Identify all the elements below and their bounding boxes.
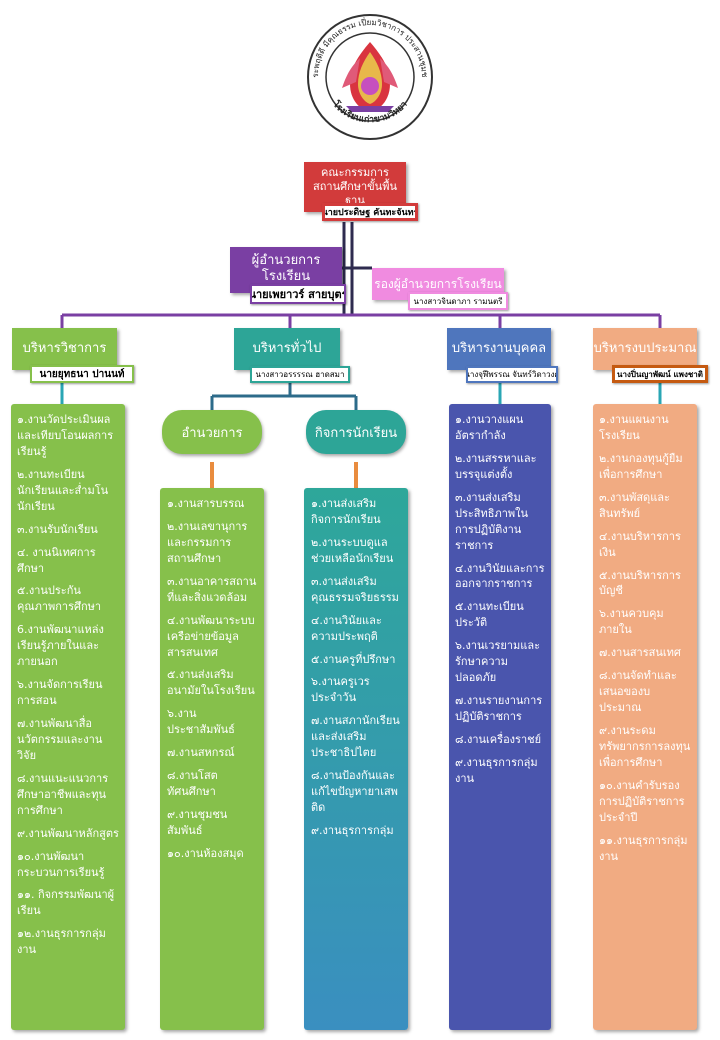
task-item: ๖.งานประชาสัมพันธ์ [167, 707, 235, 737]
dept-personnel-box: บริหารงานบุคคล [447, 328, 551, 370]
dept-personnel-head-name: นางจุฬีพรรณ จันทร์วิดาวงศ์ [466, 366, 558, 383]
task-item: ๑๐.งานพัฒนากระบวนการเรียนรู้ [17, 849, 105, 879]
task-item: ๓.งานอาคารสถานที่และสิ่งแวดล้อม [167, 574, 257, 604]
task-item: ๖.งานจัดการเรียนการสอน [17, 678, 103, 708]
budget-task-list: ๑.งานแผนงานโรงเรียน๒.งานกองทุนกู้ยืมเพื่… [593, 404, 697, 1030]
director-title: ผู้อำนวยการโรงเรียน [251, 253, 321, 285]
task-item: ๙.งานพัฒนาหลักสูตร [17, 826, 119, 840]
task-item: ๒.งานสรรหาและบรรจุแต่งตั้ง [455, 451, 537, 481]
task-item: ๑.งานวัดประเมินผลและเทียบโอนผลการเรียนรู… [17, 413, 114, 458]
task-item: ๘.งานแนะแนวการศึกษาอาชีพและทุนการศึกษา [17, 771, 109, 817]
personnel-task-list: ๑.งานวางแผนอัตรากำลัง๒.งานสรรหาและบรรจุแ… [449, 404, 551, 1030]
task-item: ๖.งานควบคุมภายใน [599, 607, 664, 637]
task-item: ๔.งานพัฒนาระบบเครือข่ายข้อมูลสารสนเทศ [167, 613, 255, 659]
task-item: ๙.งานชุมชนสัมพันธ์ [167, 808, 228, 837]
task-item: ๑๑. กิจกรรมพัฒนาผู้เรียน [17, 888, 115, 918]
task-item: ๗.งานพัฒนาสื่อนวัตกรรมและงานวิจัย [17, 717, 103, 762]
task-item: ๙.งานระดมทรัพยากรการลงทุนเพื่อการศึกษา [599, 724, 691, 769]
subgroup-administration: อำนวยการ [162, 410, 262, 454]
task-item: ๗.งานสหกรณ์ [167, 746, 235, 760]
task-item: ๕.งานส่งเสริมอนามัยในโรงเรียน [167, 668, 255, 698]
task-item: ๗.งานสารสนเทศ [599, 646, 681, 660]
deputy-title: รองผู้อำนวยการโรงเรียน [374, 276, 502, 291]
deputy-name: นางสาวจินดาภา รามนตรี [408, 292, 508, 310]
task-item: ๓.งานส่งเสริมประสิทธิภาพในการปฏิบัติงานร… [455, 490, 529, 552]
task-item: ๕.งานทะเบียนประวัติ [455, 600, 524, 630]
task-item: ๗.งานสภานักเรียนและส่งเสริมประชาธิปไตย [311, 714, 400, 760]
task-item: ๒.งานทะเบียนนักเรียนและส่ำมโนนักเรียน [17, 467, 109, 513]
dept-general-head-name: นางสาวอรรรรณ ฮาดสมา [250, 366, 350, 383]
task-item: ๕.งานบริหารการบัญชี [599, 568, 681, 598]
task-item: ๙.งานธุรการกลุ่มงาน [455, 755, 538, 785]
dept-general-box: บริหารทั่วไป [234, 328, 340, 370]
task-item: ๑.งานวางแผนอัตรากำลัง [455, 413, 524, 442]
task-item: ๘.งานป้องกันและแก้ไขปัญหายาเสพติด [311, 769, 398, 814]
task-item: ๗.งานรายงานการปฏิบัติราชการ [455, 694, 543, 723]
task-item: ๖.งานเวรยามและรักษาความปลอดภัย [455, 639, 541, 685]
dept-personnel-title: บริหารงานบุคคล [451, 340, 547, 356]
school-logo: ประพฤติดี มีคุณธรรม เปี่ยมวิชาการ ประสาน… [305, 12, 433, 140]
board-chair-name: นายประดิษฐ คันทะจันทร์ [322, 203, 418, 221]
dept-academic-head-name: นายยุทธนา ปานนท์ [30, 365, 134, 383]
task-item: ๘.งานจัดทำและเสนอของบประมาณ [599, 669, 677, 715]
task-item: ๑๒.งานธุรการกลุ่มงาน [17, 927, 106, 957]
task-item: ๑๐.งานห้องสมุด [167, 846, 244, 860]
task-item: 6.งานพัฒนาแหล่งเรียนรู้ภายในและภายนอก [17, 623, 104, 669]
dept-budget-title: บริหารงบประมาณ [593, 340, 697, 356]
board-title: คณะกรรมการ สถานศึกษาขั้นพื้นฐาน [313, 166, 397, 207]
task-item: ๑.งานแผนงานโรงเรียน [599, 413, 669, 442]
dept-academic-box: บริหารวิชาการ [12, 328, 117, 370]
admin-task-list: ๑.งานสารบรรณ๒.งานเลขานุการและกรรมการสถาน… [160, 488, 264, 1030]
task-item: ๕.งานครูที่ปรึกษา [311, 652, 396, 666]
task-item: ๓.งานพัสดุและสินทรัพย์ [599, 490, 670, 520]
task-item: ๔.งานวินัยและความประพฤติ [311, 613, 382, 643]
task-item: ๔.งานวินัยและการออกจากราชการ [455, 561, 545, 591]
subgroup-student-affairs-title: กิจการนักเรียน [314, 425, 398, 441]
subgroup-student-affairs: กิจการนักเรียน [306, 410, 406, 454]
task-item: ๒.งานกองทุนกู้ยืมเพื่อการศึกษา [599, 451, 683, 481]
task-item: ๒.งานเลขานุการและกรรมการสถานศึกษา [167, 519, 248, 565]
dept-budget-head-name: นางปิ่นญาพัฒน์ แพงชาติ [612, 365, 708, 383]
dept-academic-title: บริหารวิชาการ [22, 340, 107, 356]
task-item: ๑๐.งานคำรับรองการปฏิบัติราชการประจำปี [599, 778, 685, 824]
task-item: ๔. งานนิเทศการศึกษา [17, 545, 96, 575]
task-item: ๑.งานสารบรรณ [167, 497, 245, 510]
task-item: ๑.งานส่งเสริมกิจการนักเรียน [311, 497, 381, 526]
task-item: ๑๑.งานธุรการกลุ่มงาน [599, 833, 688, 863]
subgroup-administration-title: อำนวยการ [181, 425, 243, 441]
task-item: ๘.งานเครื่องราชย์ [455, 732, 542, 746]
task-item: ๒.งานระบบดูแลช่วยเหลือนักเรียน [311, 535, 394, 565]
dept-general-title: บริหารทั่วไป [252, 340, 322, 356]
dept-budget-box: บริหารงบประมาณ [593, 328, 697, 370]
task-item: ๙.งานธุรการกลุ่ม [311, 823, 394, 837]
task-item: ๔.งานบริหารการเงิน [599, 529, 681, 559]
director-name: นายเพยาวร์ สายบุตร [250, 284, 346, 304]
student-affairs-task-list: ๑.งานส่งเสริมกิจการนักเรียน๒.งานระบบดูแล… [304, 488, 408, 1030]
academic-task-list: ๑.งานวัดประเมินผลและเทียบโอนผลการเรียนรู… [11, 404, 125, 1030]
task-item: ๘.งานโสตทัศนศึกษา [167, 769, 218, 799]
task-item: ๕.งานประกันคุณภาพการศึกษา [17, 584, 102, 614]
task-item: ๖.งานครูเวรประจำวัน [311, 675, 370, 705]
task-item: ๓.งานรับนักเรียน [17, 522, 98, 536]
task-item: ๓.งานส่งเสริมคุณธรรมจริยธรรม [311, 574, 399, 604]
